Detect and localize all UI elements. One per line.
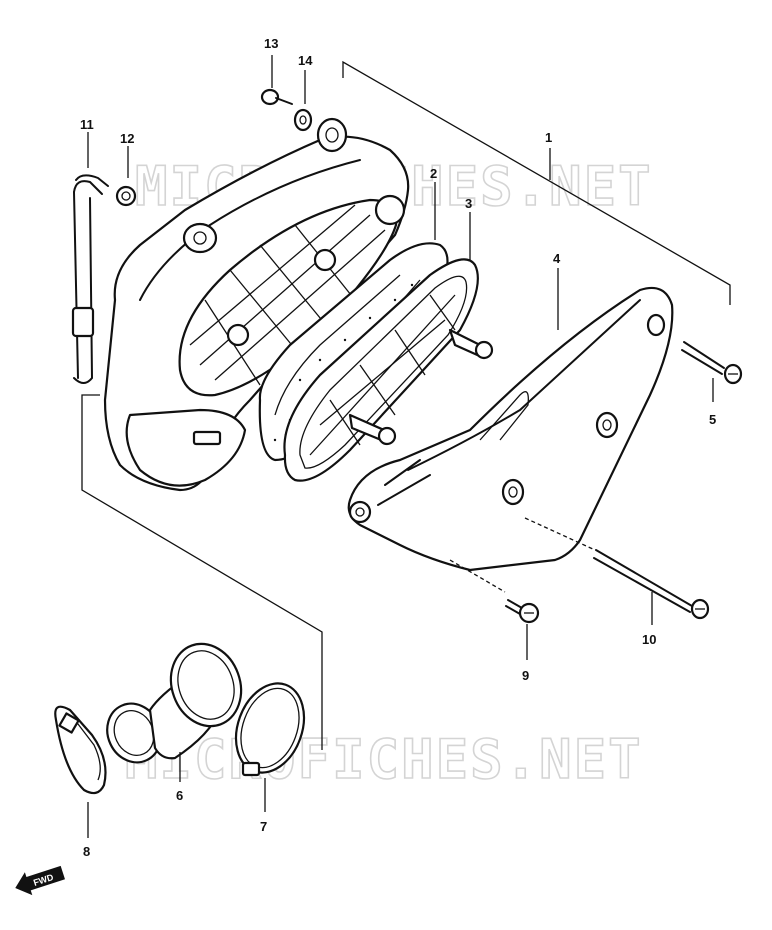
lower-bracket: [81, 394, 323, 750]
breather-hose-11-part: [71, 132, 109, 384]
callout-11: 11: [80, 117, 94, 132]
clamp-band-7-part: [234, 682, 306, 812]
watermark-bottom: MICROFICHES.NET: [125, 728, 643, 791]
forward-direction-arrow-icon: FWD: [15, 865, 65, 896]
callout-6: 6: [176, 788, 183, 803]
cover-4-part: [347, 268, 674, 572]
callout-5: 5: [709, 412, 716, 427]
intake-joint-6-part: [106, 642, 243, 782]
frame-grid: [309, 294, 456, 456]
callout-7: 7: [260, 819, 267, 834]
callout-3: 3: [465, 196, 472, 211]
washer-14-part: [293, 70, 313, 132]
callout-4: 4: [553, 251, 561, 266]
air-cleaner-case-part: [103, 117, 410, 492]
screw-10-part: [524, 517, 710, 625]
clamp-8-part: [54, 705, 107, 838]
callout-12: 12: [120, 131, 134, 146]
callout-8: 8: [83, 844, 90, 859]
assembly-bracket: [342, 60, 731, 305]
bolt-13-part: [260, 55, 293, 106]
callout-14: 14: [298, 53, 313, 68]
clip-12-part: [115, 146, 137, 207]
callout-13: 13: [264, 36, 278, 51]
callout-10: 10: [642, 632, 656, 647]
callout-2: 2: [430, 166, 437, 181]
screw-5-part: [681, 341, 743, 402]
callout-9: 9: [522, 668, 529, 683]
callout-1: 1: [545, 130, 552, 145]
filter-frame-3-part: [283, 212, 494, 482]
screw-9-part: [449, 559, 540, 660]
